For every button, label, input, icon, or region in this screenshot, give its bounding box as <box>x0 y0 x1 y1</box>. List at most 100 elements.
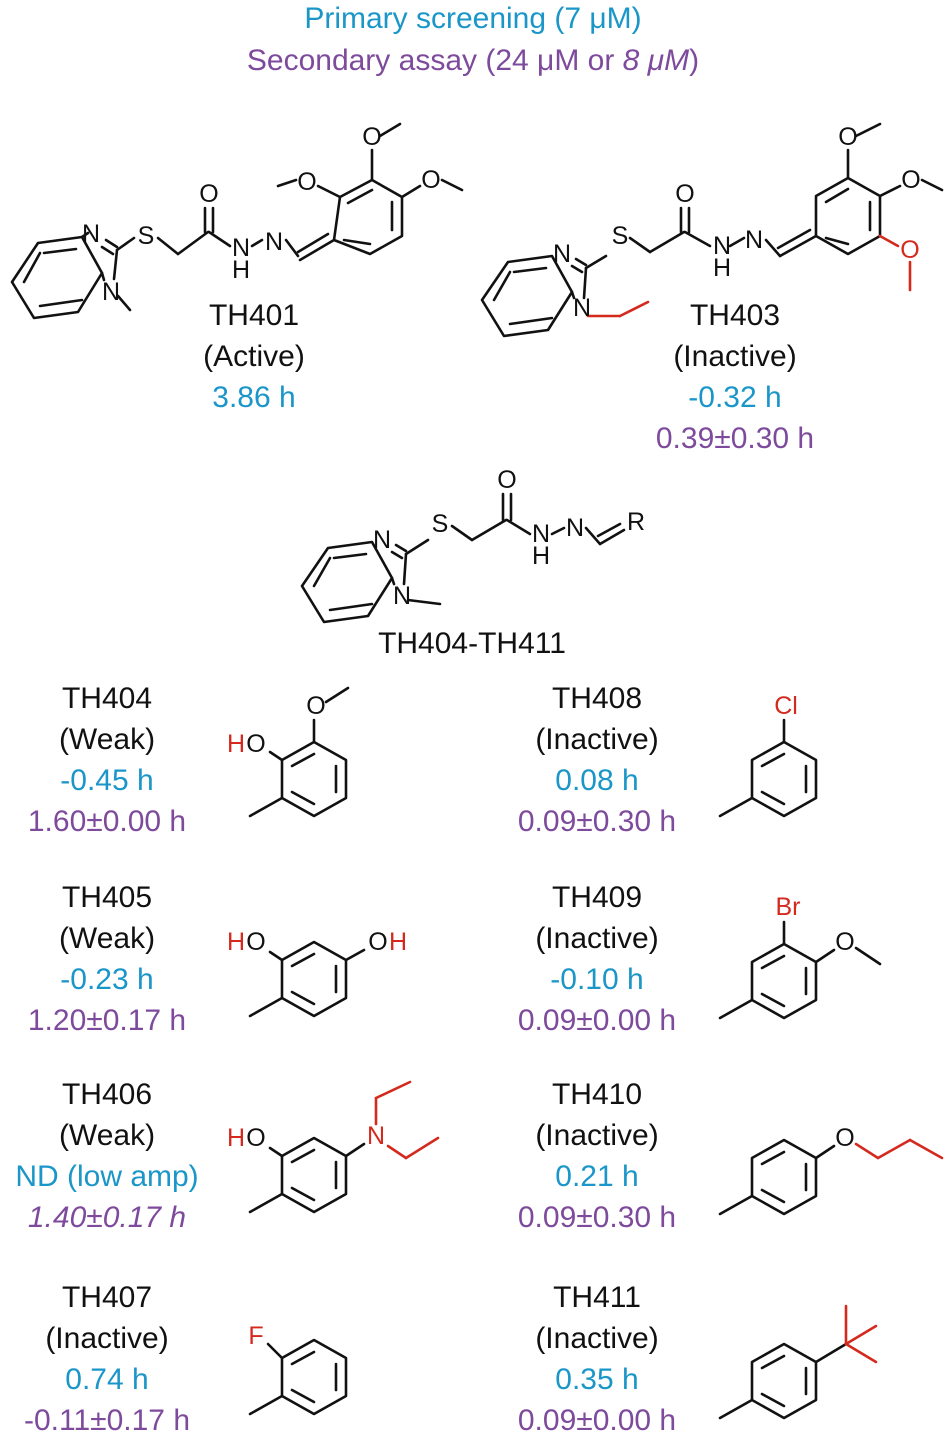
structure-th403: N N S O N H N O O O <box>480 122 944 338</box>
th404-secondary: 1.60±0.00 h <box>28 805 186 838</box>
th404-name: TH404 <box>62 682 152 715</box>
atom-o: O <box>306 692 325 720</box>
th410-primary: 0.21 h <box>555 1160 638 1193</box>
th407-secondary: -0.11±0.17 h <box>24 1404 190 1437</box>
secondary-italic-text: 8 μM <box>623 44 689 77</box>
substituent-th410: O <box>718 1124 944 1216</box>
th405-status: (Weak) <box>59 922 155 955</box>
th410-name: TH410 <box>552 1078 642 1111</box>
th409-secondary: 0.09±0.00 h <box>518 1004 676 1037</box>
atom-n: N <box>82 220 100 248</box>
th408-secondary: 0.09±0.30 h <box>518 805 676 838</box>
th411-secondary: 0.09±0.00 h <box>518 1404 676 1437</box>
primary-screening-header: Primary screening (7 μM) <box>304 2 641 35</box>
atom-o: O <box>838 123 857 151</box>
substituent-th407: F <box>248 1322 348 1416</box>
substituent-th411 <box>718 1304 878 1420</box>
atom-n: N <box>532 520 550 548</box>
atom-s: S <box>138 222 155 250</box>
atom-h: H <box>232 256 250 284</box>
atom-r: R <box>627 508 645 536</box>
atom-o: O <box>246 928 265 956</box>
atom-s: S <box>432 510 449 538</box>
th408-primary: 0.08 h <box>555 764 638 797</box>
atom-f: F <box>248 1322 263 1350</box>
atom-n: N <box>553 240 571 268</box>
atom-o: O <box>246 1124 265 1152</box>
substituent-th406: H O N <box>227 1080 440 1214</box>
atom-h: H <box>227 928 245 956</box>
atom-h: H <box>532 542 550 570</box>
th401-status: (Active) <box>203 340 305 373</box>
atom-o: O <box>835 928 854 956</box>
th409-status: (Inactive) <box>535 922 658 955</box>
structure-scaffold: N N S O N H N R <box>300 466 645 624</box>
secondary-main-text: Secondary assay (24 μM or <box>247 44 623 77</box>
atom-n: N <box>232 234 250 262</box>
th405-primary: -0.23 h <box>60 963 153 996</box>
atom-o: O <box>421 166 440 194</box>
th401-name: TH401 <box>209 299 299 332</box>
th405-secondary: 1.20±0.17 h <box>28 1004 186 1037</box>
th407-name: TH407 <box>62 1281 152 1314</box>
th411-primary: 0.35 h <box>555 1363 638 1396</box>
atom-o: O <box>199 180 218 208</box>
th406-secondary: 1.40±0.17 h <box>28 1201 186 1234</box>
th407-status: (Inactive) <box>45 1322 168 1355</box>
atom-h: H <box>227 730 245 758</box>
atom-n: N <box>102 278 120 306</box>
atom-n: N <box>393 582 411 610</box>
th407-primary: 0.74 h <box>65 1363 148 1396</box>
th403-name: TH403 <box>690 299 780 332</box>
atom-o: O <box>900 236 919 264</box>
secondary-assay-header: Secondary assay (24 μM or 8 μM) <box>247 44 699 77</box>
atom-o: O <box>675 180 694 208</box>
th409-primary: -0.10 h <box>550 963 643 996</box>
th403-primary: -0.32 h <box>688 381 781 414</box>
th404-status: (Weak) <box>59 723 155 756</box>
atom-o: O <box>246 730 265 758</box>
th411-status: (Inactive) <box>535 1322 658 1355</box>
scaffold-label: TH404-TH411 <box>378 627 566 660</box>
atom-o: O <box>368 928 387 956</box>
atom-cl: Cl <box>774 692 798 720</box>
structure-th401: N N S O N H N O O O <box>10 122 464 320</box>
th401-primary: 3.86 h <box>212 381 295 414</box>
th403-secondary: 0.39±0.30 h <box>656 422 814 455</box>
atom-n: N <box>573 294 591 322</box>
th406-primary: ND (low amp) <box>15 1160 198 1193</box>
th403-status: (Inactive) <box>673 340 796 373</box>
substituent-th405: H O O H <box>227 928 407 1018</box>
atom-n: N <box>373 526 391 554</box>
secondary-end-text: ) <box>689 44 699 77</box>
atom-o: O <box>497 466 516 494</box>
th406-name: TH406 <box>62 1078 152 1111</box>
th405-name: TH405 <box>62 881 152 914</box>
atom-s: S <box>612 222 629 250</box>
atom-h: H <box>227 1124 245 1152</box>
atom-o: O <box>362 123 381 151</box>
atom-n: N <box>566 514 584 542</box>
th408-status: (Inactive) <box>535 723 658 756</box>
th406-status: (Weak) <box>59 1119 155 1152</box>
atom-h: H <box>389 928 407 956</box>
atom-n: N <box>745 226 763 254</box>
th410-status: (Inactive) <box>535 1119 658 1152</box>
atom-n: N <box>713 232 731 260</box>
substituent-th404: H O O <box>227 686 350 818</box>
substituent-th408: Cl <box>718 692 818 818</box>
atom-br: Br <box>776 893 801 921</box>
substituent-th409: Br O <box>718 893 882 1020</box>
th408-name: TH408 <box>552 682 642 715</box>
atom-n: N <box>265 228 283 256</box>
atom-o: O <box>901 166 920 194</box>
atom-h: H <box>713 254 731 282</box>
th404-primary: -0.45 h <box>60 764 153 797</box>
atom-o: O <box>297 168 316 196</box>
atom-o: O <box>835 1124 854 1152</box>
th410-secondary: 0.09±0.30 h <box>518 1201 676 1234</box>
th409-name: TH409 <box>552 881 642 914</box>
th411-name: TH411 <box>553 1281 641 1314</box>
atom-n: N <box>367 1122 385 1150</box>
